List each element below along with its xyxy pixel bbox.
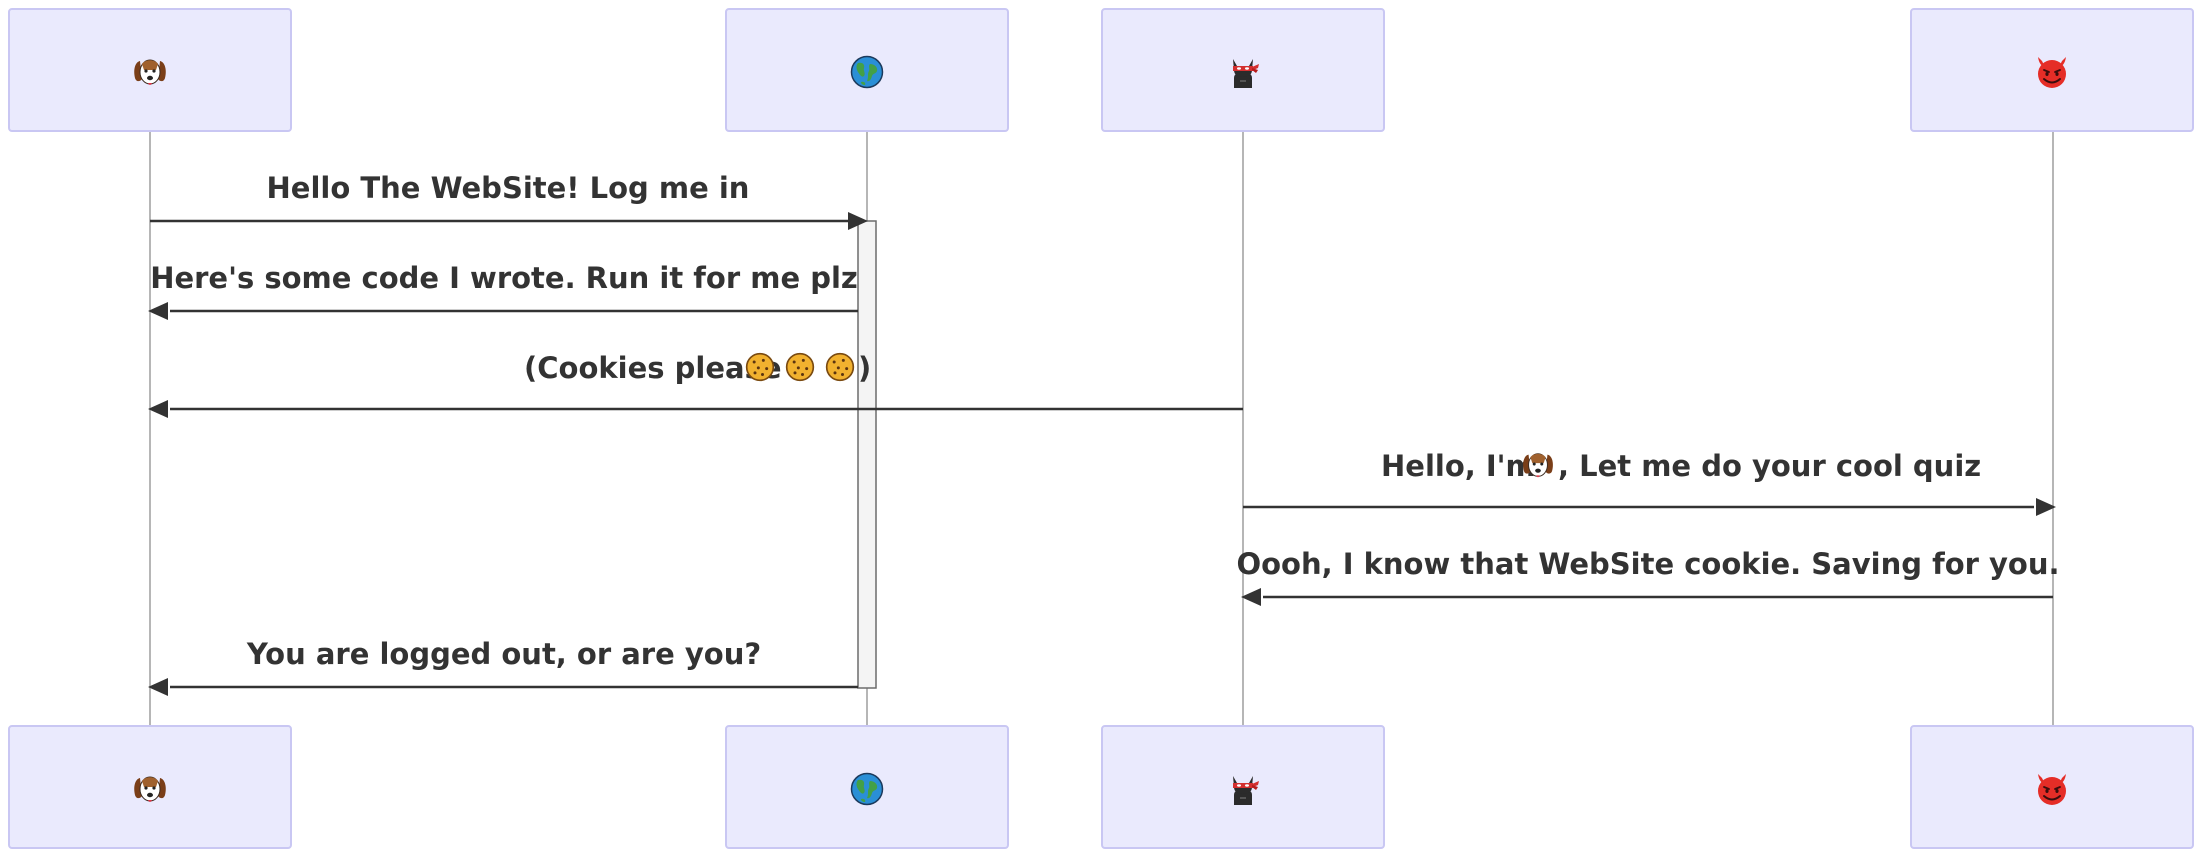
participants-top (8, 8, 2194, 132)
arrowhead (1241, 588, 1261, 606)
participants-bottom (8, 725, 2194, 849)
participant-devil-bottom[interactable] (1910, 725, 2194, 849)
arrowhead (148, 678, 168, 696)
message-2[interactable]: Here's some code I wrote. Run it for me … (148, 261, 858, 320)
message-label: Hello, I'm (1381, 449, 1536, 483)
message-label: Hello The WebSite! Log me in (267, 171, 750, 205)
message-label: Oooh, I know that WebSite cookie. Saving… (1236, 547, 2059, 581)
message-1[interactable]: Hello The WebSite! Log me in (150, 171, 868, 230)
participant-ninja-bottom[interactable] (1101, 725, 1385, 849)
message-5[interactable]: Oooh, I know that WebSite cookie. Saving… (1236, 547, 2060, 606)
participant-dog-bottom[interactable] (8, 725, 292, 849)
cookie-icon (745, 352, 775, 382)
message-label: (Cookies please (524, 351, 782, 385)
messages: Hello The WebSite! Log me in Here's some… (148, 171, 2060, 696)
message-label-end: ) (858, 351, 871, 385)
arrowhead (848, 212, 868, 230)
message-label: Here's some code I wrote. Run it for me … (150, 261, 858, 295)
cookie-icon (785, 352, 815, 382)
participant-website-bottom[interactable] (725, 725, 1009, 849)
globe-icon (850, 772, 884, 806)
smiling-devil-icon (2037, 56, 2067, 89)
arrowhead (148, 302, 168, 320)
participant-dog[interactable] (8, 8, 292, 132)
cookie-icon (825, 352, 855, 382)
message-4[interactable]: Hello, I'm , Let me do your cool quiz (1243, 449, 2056, 516)
smiling-devil-icon (2037, 773, 2067, 806)
message-label-end: , Let me do your cool quiz (1558, 449, 1981, 483)
message-3[interactable]: (Cookies please ) (148, 351, 1243, 418)
arrowhead (148, 400, 168, 418)
participant-devil[interactable] (1910, 8, 2194, 132)
message-label: You are logged out, or are you? (246, 637, 761, 671)
activation-bar-website (857, 220, 877, 689)
participant-website[interactable] (725, 8, 1009, 132)
participant-ninja[interactable] (1101, 8, 1385, 132)
arrowhead (2036, 498, 2056, 516)
message-6[interactable]: You are logged out, or are you? (148, 637, 858, 696)
globe-icon (850, 55, 884, 89)
